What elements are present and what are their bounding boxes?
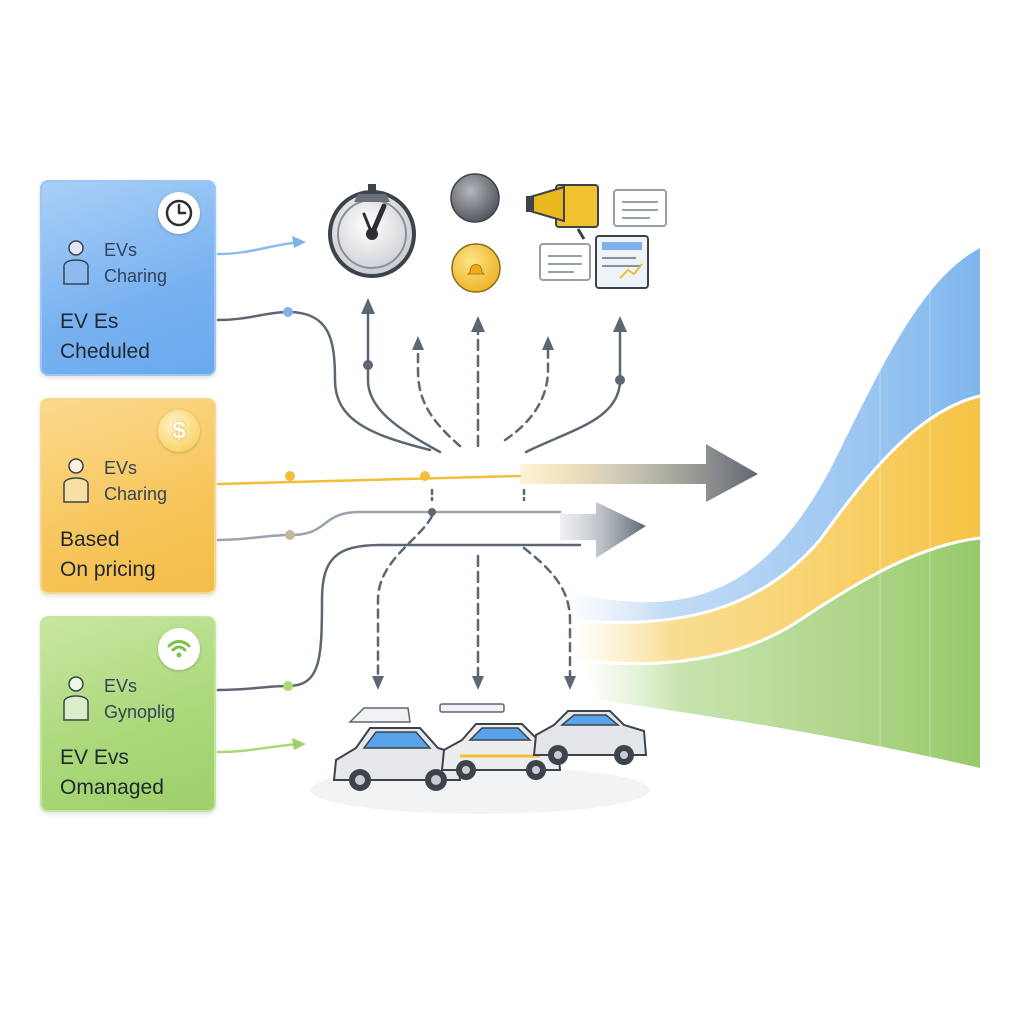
arrowhead [372,676,384,690]
arrowhead [292,236,306,248]
arrowhead [292,738,306,750]
message-bubble-icon [539,243,591,281]
big-arrow-top [520,444,758,502]
up-arrow-2 [416,344,462,448]
big-arrow-bottom [560,502,646,558]
connector-orange-2 [216,510,562,542]
panel-line2: Charing [104,484,168,504]
upward-arrows [361,298,627,454]
arrowhead [542,336,554,350]
connector-orange-1 [216,474,522,486]
up-arrow-4 [503,344,550,442]
arrowhead [472,676,484,690]
panel-title-line1: EV Es [60,310,119,333]
document-icon [595,235,649,289]
connector-green-2 [216,742,302,754]
curve-divider-1 [569,394,981,624]
panel-title-line2: Omanaged [60,776,164,799]
curve-blue [560,248,980,623]
stopwatch-icon [328,184,416,278]
panel-title-line1: Based [60,528,120,551]
up-arrow-1 [366,304,442,454]
panel-line1: EVs [104,458,138,478]
person-icon [60,238,92,288]
panel-line1: EVs [104,676,138,696]
dollar-glyph: $ [172,417,186,444]
megaphone-icon [526,184,599,240]
down-arrow-1 [376,514,434,682]
growth-curves [560,248,981,768]
up-arrow-5 [524,324,622,454]
yellow-bell-icon [451,243,501,293]
curve-divider-2 [579,536,981,666]
panel-line1: EVs [104,240,138,260]
person-icon [60,456,92,506]
downward-arrows [372,488,576,690]
arrowhead [471,316,485,332]
vehicles [310,703,650,814]
connector-blue-1 [216,240,302,256]
down-arrow-3 [522,546,572,682]
panel-title-line2: On pricing [60,558,156,581]
curve-yellow [570,396,980,664]
panel-line2: Gynoplig [104,702,176,722]
chat-bubble-icon [613,189,667,227]
panel-scheduled: EVs Charing EV Es Cheduled [40,180,216,376]
curve-green [580,538,980,768]
suv-icon [332,707,462,791]
panel-managed: EVs Gynoplig EV Evs Omanaged [40,616,216,812]
arrowhead [564,676,576,690]
dollar-icon: $ [158,410,200,452]
connector-blue-2 [216,310,432,452]
arrowhead [613,316,627,332]
arrowhead [361,298,375,314]
hatchback-icon [532,710,648,765]
panel-line2: Charing [104,266,168,286]
panel-title-line1: EV Evs [60,746,129,769]
panel-title-line2: Cheduled [60,340,150,363]
person-icon [60,674,92,724]
big-arrows [520,444,758,558]
connector-green-1 [216,543,582,692]
gray-circle-icon [450,173,500,223]
clock-icon [158,192,200,234]
sedan-icon [439,703,562,780]
connectors [216,236,582,754]
wifi-icon [158,628,200,670]
panel-pricing: $ EVs Charing Based On pricing [40,398,216,594]
arrowhead [412,336,424,350]
